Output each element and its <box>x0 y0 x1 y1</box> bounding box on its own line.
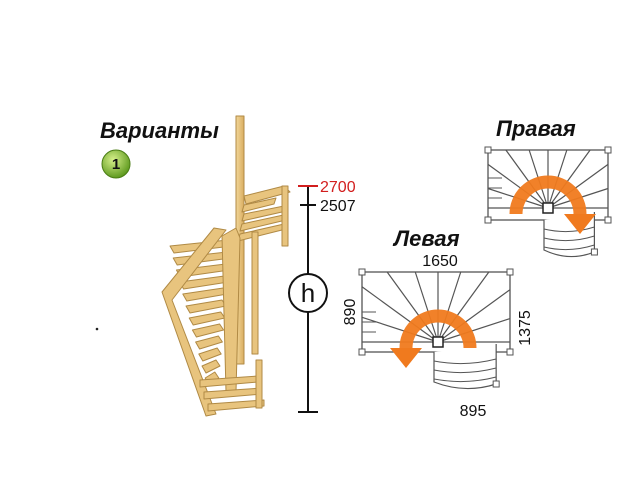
stray-dot <box>95 327 99 331</box>
stair-tread <box>188 311 226 326</box>
tread-line <box>433 376 497 383</box>
winder-line <box>437 271 490 343</box>
stair-tread <box>201 359 221 374</box>
upper-rail <box>243 185 291 205</box>
stair-tread <box>198 347 222 362</box>
corner-node <box>604 216 612 224</box>
corner-node <box>506 268 514 276</box>
stair-illustration <box>161 115 291 417</box>
winder-line <box>361 286 439 343</box>
stair-tread <box>195 335 223 350</box>
winder-line <box>547 163 609 209</box>
direction-arc <box>509 175 587 215</box>
stair-tread <box>207 399 265 412</box>
tread-line <box>543 244 595 251</box>
stair-tread <box>185 299 227 314</box>
left-variant-title: Левая <box>392 226 460 251</box>
upper-post <box>281 185 289 247</box>
stair-tread <box>182 287 228 302</box>
centre-post <box>432 336 444 348</box>
variant-number: 1 <box>112 156 120 173</box>
right-variant-title: Правая <box>496 116 576 141</box>
corner-node <box>484 216 492 224</box>
side-left-dimension: 890 <box>342 299 359 326</box>
winder-line <box>361 316 439 343</box>
corner-node <box>492 380 500 388</box>
variant-badge: 1 <box>101 149 131 179</box>
stair-tread <box>203 387 263 400</box>
plan-left <box>358 268 514 390</box>
tread-line <box>543 235 595 242</box>
arrow-head <box>390 348 422 368</box>
height-dimension: h 2700 2507 <box>288 179 356 413</box>
inner-stringer <box>221 227 241 393</box>
front-post <box>255 359 263 409</box>
width-dimension: 1650 <box>422 253 458 270</box>
arrow-head <box>564 214 596 234</box>
height-symbol: h <box>301 278 315 308</box>
winder-line <box>547 149 591 209</box>
winder-line <box>505 149 549 209</box>
winder-line <box>437 271 462 343</box>
corner-node <box>604 146 612 154</box>
winder-line <box>386 271 439 343</box>
winder-line <box>487 163 549 209</box>
winder-line <box>437 318 511 343</box>
corner-node <box>506 348 514 356</box>
corner-node <box>358 268 366 276</box>
side-right-dimension: 1375 <box>517 310 534 346</box>
height-top-value: 2700 <box>320 179 356 196</box>
tread-line <box>433 358 497 365</box>
stair-tread <box>191 323 225 338</box>
variants-title: Варианты <box>100 118 219 143</box>
height-floor-value: 2507 <box>320 198 356 215</box>
stair-tread <box>241 197 277 213</box>
direction-arc <box>399 309 477 349</box>
tread-line <box>433 367 497 374</box>
corner-node <box>590 248 598 256</box>
height-circle <box>288 273 328 313</box>
outer-stringer <box>161 227 227 417</box>
tread-line <box>543 226 595 233</box>
bottom-dimension: 895 <box>460 403 487 420</box>
winder-line <box>414 271 439 343</box>
centre-post <box>542 202 554 214</box>
inner-support <box>251 231 259 355</box>
winder-line <box>437 289 511 343</box>
corner-node <box>484 146 492 154</box>
plan-right <box>484 146 612 258</box>
corner-node <box>358 348 366 356</box>
